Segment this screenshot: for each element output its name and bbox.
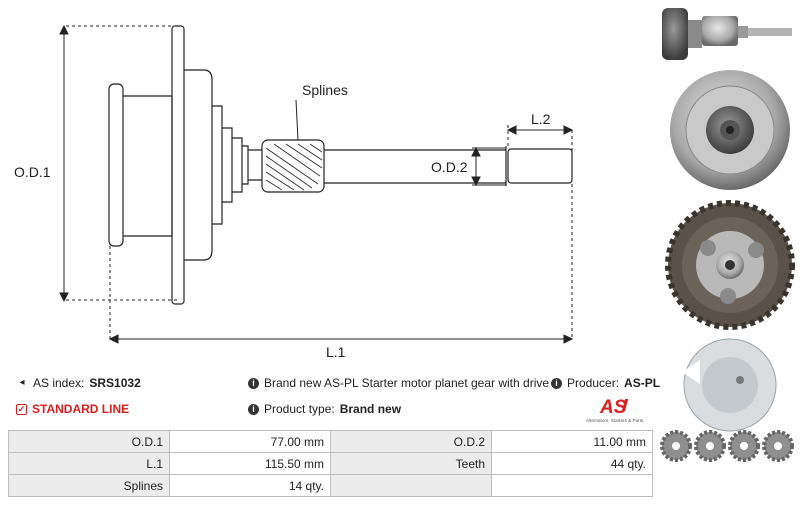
description-row: i Brand new AS-PL Starter motor planet g… bbox=[248, 376, 549, 390]
producer-value: AS-PL bbox=[624, 376, 661, 390]
producer-row: i Producer: AS-PL bbox=[551, 376, 660, 390]
producer-label: Producer: bbox=[567, 376, 620, 390]
spec-value: 77.00 mm bbox=[169, 430, 331, 453]
photo-assembled-shaft bbox=[662, 8, 792, 60]
spec-label: Splines bbox=[8, 474, 170, 497]
info-icon: i bbox=[248, 403, 259, 415]
spec-label: Teeth bbox=[330, 452, 492, 475]
spec-value: 115.50 mm bbox=[169, 452, 331, 475]
spec-label bbox=[330, 474, 492, 497]
as-index-row: ◂ AS index: SRS1032 bbox=[16, 376, 141, 390]
as-index-value: SRS1032 bbox=[89, 376, 141, 390]
info-icon: i bbox=[248, 377, 259, 389]
splines-label: Splines bbox=[302, 82, 348, 98]
product-type-row: i Product type: Brand new bbox=[248, 402, 401, 416]
as-index-label: AS index: bbox=[33, 376, 85, 390]
photo-cover-plate bbox=[682, 338, 777, 432]
spec-label: L.1 bbox=[8, 452, 170, 475]
l1-label: L.1 bbox=[326, 344, 346, 360]
od1-label: O.D.1 bbox=[14, 164, 51, 180]
tag-icon: ◂ bbox=[19, 377, 25, 388]
standard-line-row: ✓ STANDARD LINE bbox=[16, 402, 129, 416]
table-row: L.1 115.50 mm Teeth 44 qty. bbox=[8, 452, 653, 475]
l2-label: L.2 bbox=[531, 111, 551, 127]
drawing-hub bbox=[184, 69, 213, 261]
product-photos bbox=[660, 8, 795, 462]
spline-hatching bbox=[265, 143, 323, 191]
photo-planet-gears bbox=[660, 430, 794, 462]
drawing-housing bbox=[123, 95, 173, 237]
drawing-spline-section bbox=[261, 139, 325, 193]
photo-ring-gear bbox=[665, 200, 795, 330]
description-text: Brand new AS-PL Starter motor planet gea… bbox=[264, 376, 550, 390]
technical-drawing: O.D.1 O.D.2 L.1 L.2 Splines bbox=[14, 24, 574, 360]
spec-table: O.D.1 77.00 mm O.D.2 11.00 mm L.1 115.50… bbox=[8, 430, 653, 497]
check-icon: ✓ bbox=[16, 403, 27, 415]
drawing-end-cap bbox=[108, 83, 124, 247]
spec-value: 11.00 mm bbox=[491, 430, 653, 453]
spec-label: O.D.2 bbox=[330, 430, 492, 453]
standard-line-label: STANDARD LINE bbox=[32, 402, 130, 416]
spec-value: 14 qty. bbox=[169, 474, 331, 497]
photo-housing bbox=[670, 70, 790, 190]
spec-value: 44 qty. bbox=[491, 452, 653, 475]
spec-label: O.D.1 bbox=[8, 430, 170, 453]
table-row: O.D.1 77.00 mm O.D.2 11.00 mm bbox=[8, 430, 653, 453]
od2-label: O.D.2 bbox=[431, 159, 468, 175]
drawing-main-disc bbox=[171, 25, 185, 305]
product-type-label: Product type: bbox=[264, 402, 335, 416]
table-row: Splines 14 qty. bbox=[8, 474, 653, 497]
as-logo: AS Alternators, Starters & Parts bbox=[586, 396, 652, 424]
logo-mark: AS bbox=[599, 397, 627, 418]
product-type-value: Brand new bbox=[339, 402, 402, 416]
logo-tagline: Alternators, Starters & Parts bbox=[586, 418, 644, 423]
spec-value bbox=[491, 474, 653, 497]
drawing-shaft-end bbox=[507, 148, 573, 184]
info-icon: i bbox=[551, 377, 562, 389]
